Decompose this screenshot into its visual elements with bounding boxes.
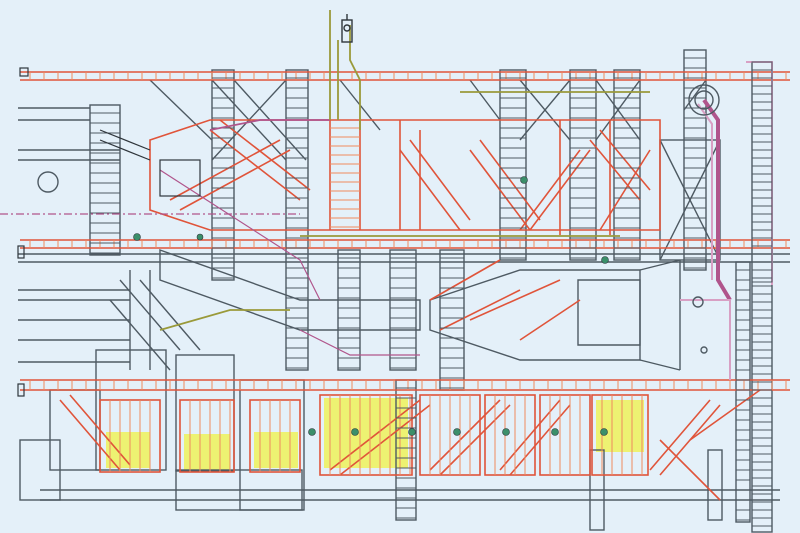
right-ladder (751, 61, 773, 527)
yellow-panels (106, 398, 644, 470)
left-equipment (17, 67, 201, 397)
top-fitting (341, 14, 353, 43)
instrument-circles (37, 84, 720, 354)
valve-dots (133, 176, 609, 436)
ladder-rungs (29, 72, 787, 475)
red-structure (20, 71, 790, 501)
column-rungs (90, 57, 750, 521)
